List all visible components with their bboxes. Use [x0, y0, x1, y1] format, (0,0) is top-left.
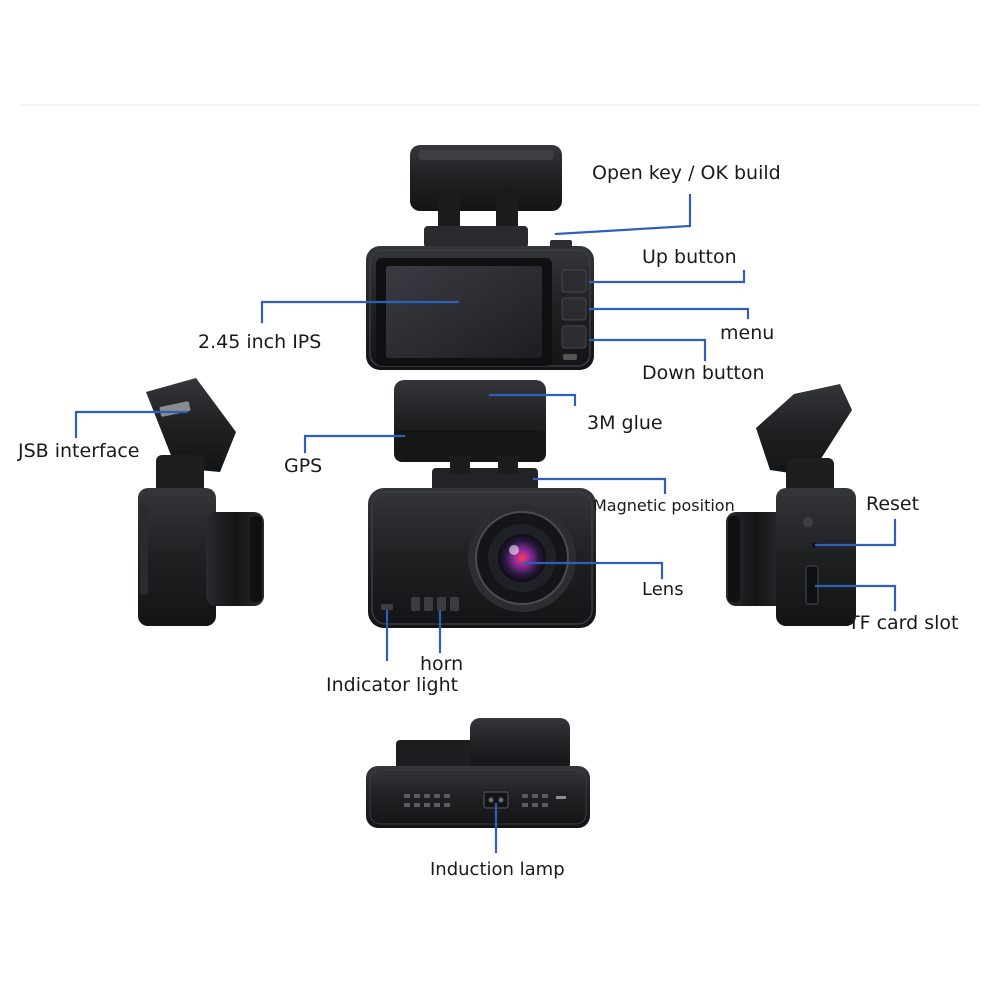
leader-screen [260, 300, 460, 324]
label-ok-key: Open key / OK build [592, 162, 781, 184]
device-left-view [138, 378, 264, 626]
label-induction-lamp: Induction lamp [430, 859, 565, 880]
leader-tf [814, 584, 897, 612]
label-screen-ips: 2.45 inch IPS [198, 331, 322, 353]
label-usb-interface: JSB interface [18, 440, 140, 462]
device-bottom-view [366, 718, 590, 828]
leader-gps [303, 434, 406, 454]
leader-lines [74, 193, 897, 854]
label-lens: Lens [642, 579, 684, 600]
label-indicator-light: Indicator light [326, 674, 459, 696]
leader-usb [74, 410, 188, 439]
device-front-view [368, 456, 596, 628]
label-tf-card-slot: TF card slot [848, 612, 959, 634]
leader-up-button [588, 269, 746, 284]
label-down-button: Down button [642, 362, 765, 384]
label-3m-glue: 3M glue [587, 412, 663, 434]
label-menu: menu [720, 322, 775, 344]
leader-magnetic [532, 477, 667, 495]
leader-lens [522, 561, 664, 580]
label-horn: horn [420, 653, 464, 675]
leader-down-button [588, 338, 707, 362]
leader-reset [814, 518, 897, 547]
label-reset: Reset [866, 493, 920, 515]
leader-glue [488, 393, 577, 407]
device-right-view [726, 384, 856, 626]
label-magnetic-position: Magnetic position [593, 496, 735, 515]
label-up-button: Up button [642, 246, 737, 268]
label-gps: GPS [284, 455, 323, 477]
leader-ok-key [554, 193, 692, 236]
leader-menu [588, 307, 750, 320]
device-back-view [366, 145, 594, 370]
glue-pad [394, 380, 546, 462]
